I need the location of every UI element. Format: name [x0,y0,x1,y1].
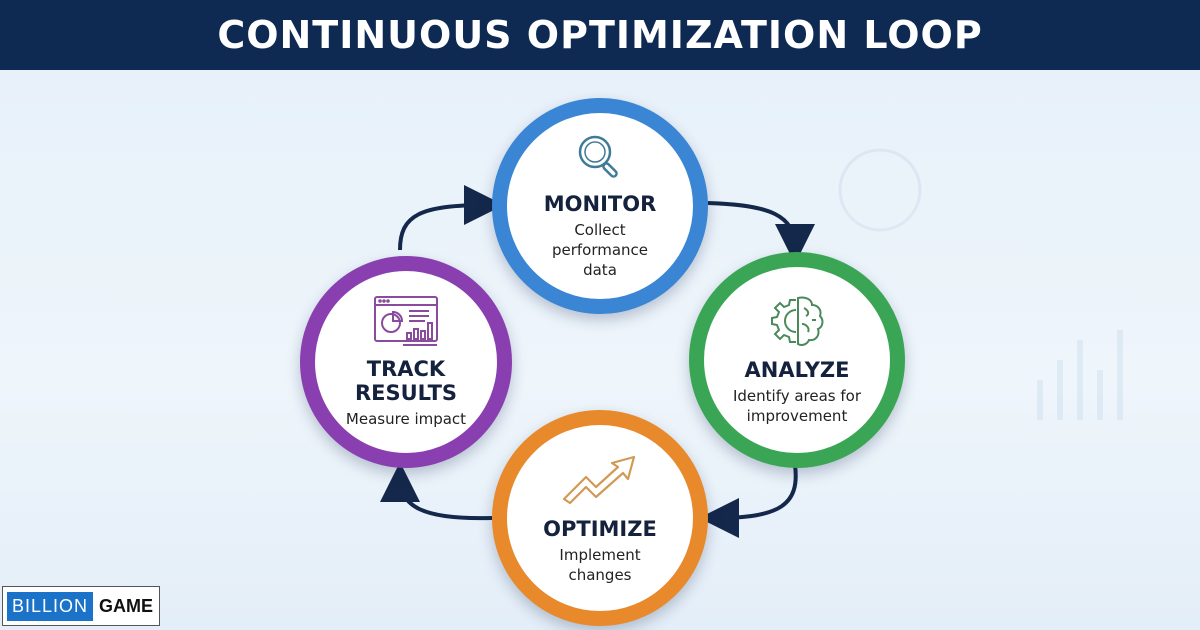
arrow-monitor-to-analyze [707,201,815,264]
node-monitor: MONITOR Collect performance data [492,98,708,314]
track-results-description: Measure impact [345,410,467,428]
page-title: CONTINUOUS OPTIMIZATION LOOP [217,13,983,57]
analyze-description: Identify areas for improvement [732,387,862,425]
brand-logo: BILLION GAME [2,586,160,626]
node-track-results: TRACK RESULTS Measure impact [300,256,512,468]
optimize-description: Implement changes [559,546,641,584]
header-banner: CONTINUOUS OPTIMIZATION LOOP [0,0,1200,70]
monitor-description: Collect performance data [551,221,649,279]
track-results-title: TRACK RESULTS [354,357,458,405]
trend-arrow-icon [562,455,636,505]
arrow-track-to-monitor [398,185,504,251]
analyze-title: ANALYZE [744,358,850,382]
logo-billion: BILLION [7,591,94,621]
node-optimize: OPTIMIZE Implement changes [492,410,708,626]
node-analyze: ANALYZE Identify areas for improvement [689,252,905,468]
gear-brain-icon [771,296,824,346]
optimize-title: OPTIMIZE [543,517,657,541]
monitor-title: MONITOR [543,192,657,216]
arrow-analyze-to-optimize [699,464,798,538]
arrow-optimize-to-track [380,462,493,521]
magnifier-icon [578,135,618,178]
logo-game: GAME [99,595,154,616]
dashboard-chart-icon [374,296,438,346]
